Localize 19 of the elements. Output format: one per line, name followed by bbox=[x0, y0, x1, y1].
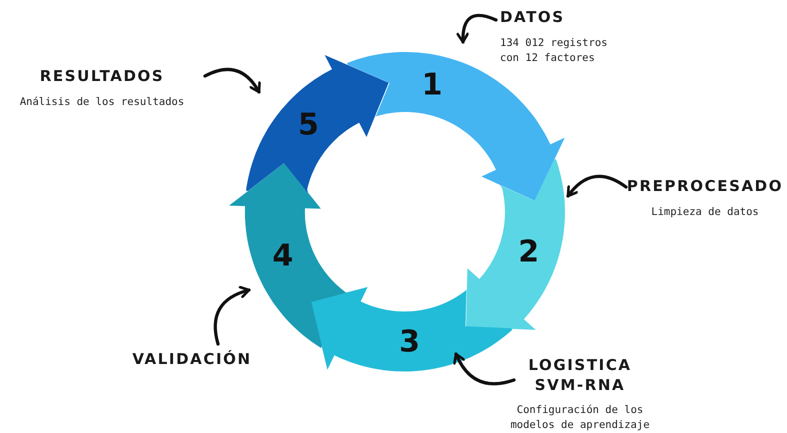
step-number: 1 bbox=[422, 67, 442, 102]
step-number: 2 bbox=[518, 234, 540, 270]
step-title: PREPROCESADO bbox=[626, 177, 784, 196]
step-description: Análisis de los resultados bbox=[20, 94, 184, 110]
step-title: VALIDACIÓN bbox=[132, 350, 252, 370]
step-number: 3 bbox=[399, 324, 420, 360]
step-description: Configuración de los modelos de aprendizaje bbox=[509, 403, 651, 433]
step-title: RESULTADOS bbox=[40, 67, 164, 86]
curved-arrow bbox=[456, 14, 498, 44]
curved-arrow bbox=[566, 174, 628, 198]
curved-arrow bbox=[454, 352, 516, 386]
step-number: 4 bbox=[272, 238, 294, 274]
step-title: LOGISTICA SVM-RNA bbox=[527, 356, 633, 395]
curved-arrow bbox=[214, 286, 251, 346]
step-description: 134 012 registros con 12 factores bbox=[500, 36, 608, 66]
step-number: 5 bbox=[298, 108, 319, 142]
step-title: DATOS bbox=[500, 8, 565, 28]
step-description: Limpieza de datos bbox=[651, 204, 759, 220]
curved-arrow bbox=[203, 68, 261, 94]
